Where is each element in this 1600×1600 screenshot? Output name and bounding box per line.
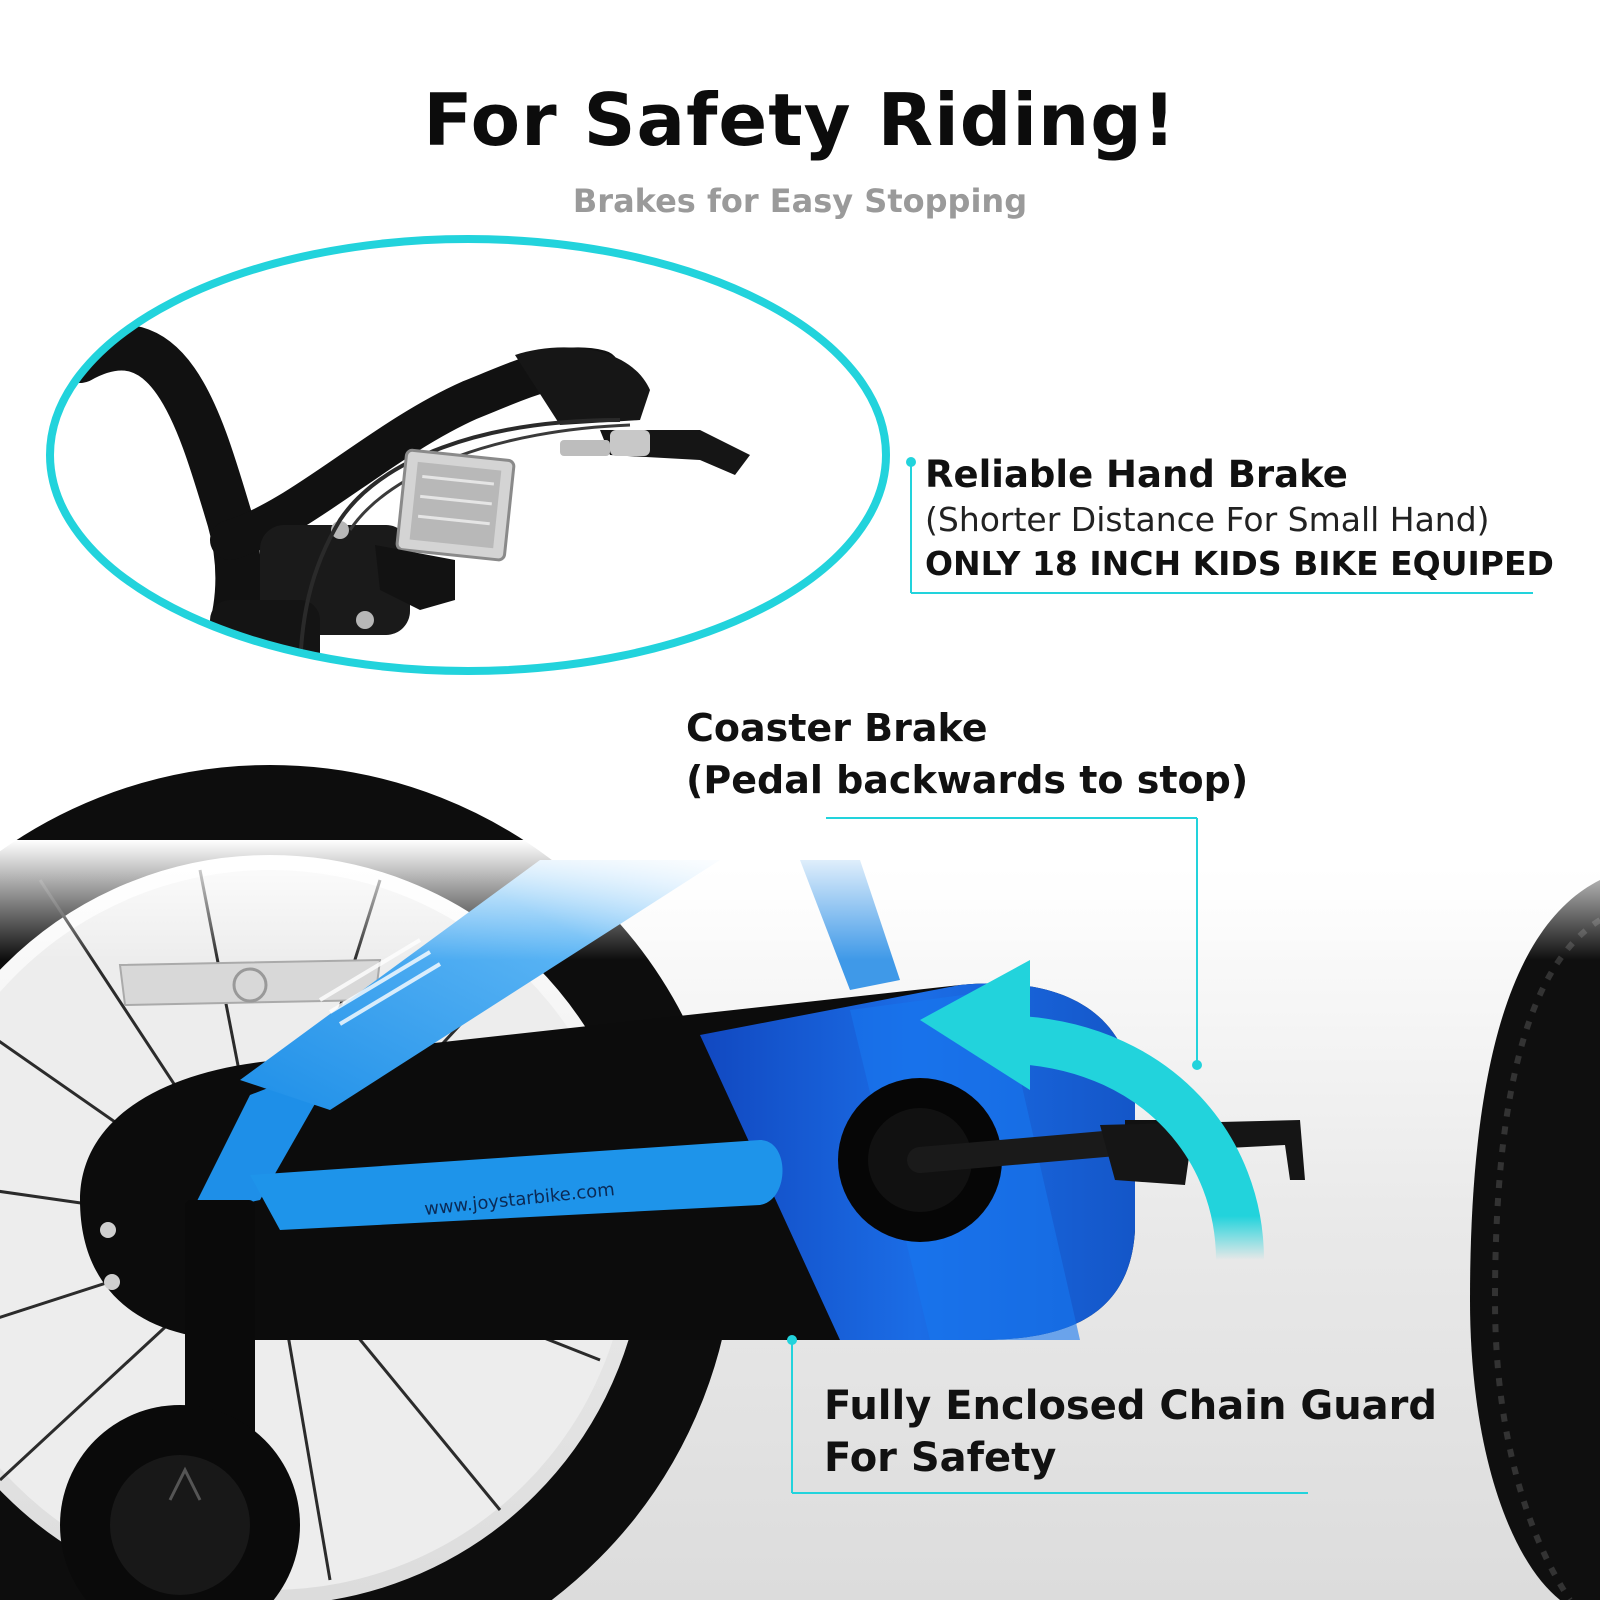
chain-guard-note: For Safety — [824, 1435, 1057, 1481]
inset-oval-border — [46, 235, 890, 675]
hand-brake-caps: ONLY 18 INCH KIDS BIKE EQUIPED — [925, 544, 1554, 583]
chain-guard-callout: Fully Enclosed Chain Guard For Safety — [824, 1380, 1524, 1484]
curved-arrow-icon — [920, 960, 1264, 1261]
coaster-brake-note: (Pedal backwards to stop) — [686, 758, 1249, 802]
hand-brake-note: (Shorter Distance For Small Hand) — [925, 500, 1490, 539]
coaster-brake-leader — [826, 817, 1202, 1070]
chain-guard-title: Fully Enclosed Chain Guard — [824, 1383, 1438, 1429]
coaster-brake-title: Coaster Brake — [686, 706, 988, 750]
page-title: For Safety Riding! — [423, 78, 1177, 162]
hand-brake-title: Reliable Hand Brake — [925, 453, 1348, 496]
chain-guard-leader — [787, 1335, 1308, 1494]
hand-brake-photo — [46, 235, 890, 675]
bike-photo: www.joystarbike.com — [0, 765, 1600, 1600]
hand-brake-callout: Reliable Hand Brake (Shorter Distance Fo… — [925, 452, 1565, 586]
page-subtitle: Brakes for Easy Stopping — [572, 182, 1028, 220]
coaster-brake-callout: Coaster Brake (Pedal backwards to stop) — [686, 702, 1386, 806]
hand-brake-leader — [906, 457, 1533, 594]
